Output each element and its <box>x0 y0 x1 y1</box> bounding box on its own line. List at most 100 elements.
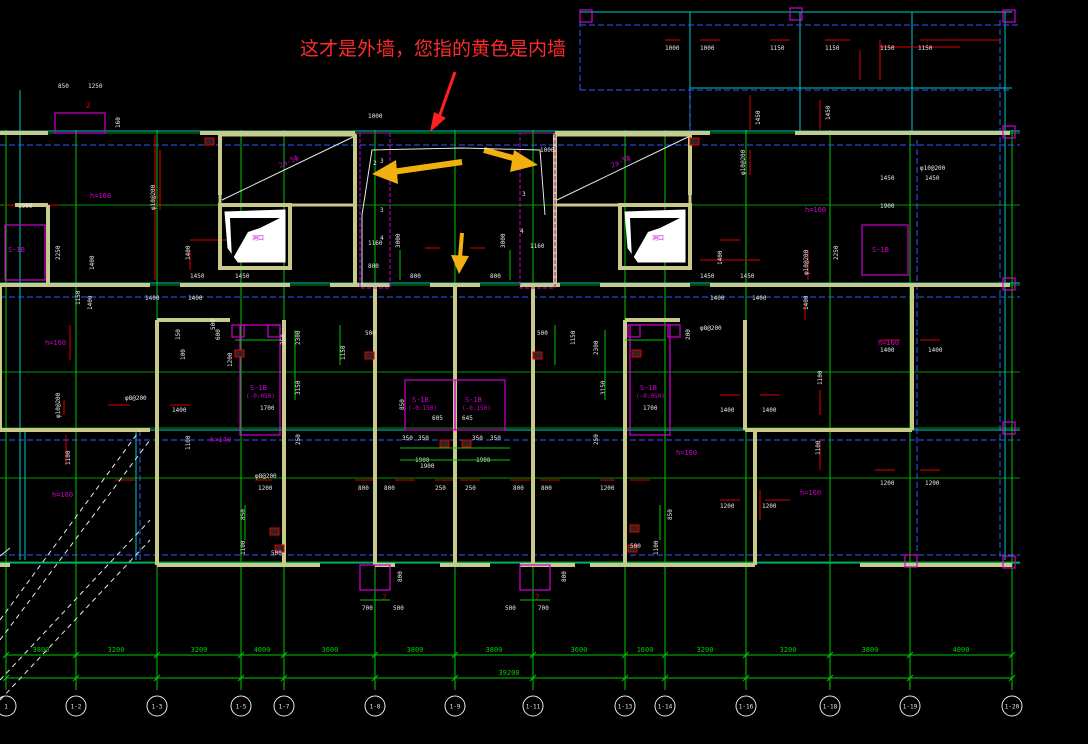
dimension-label: 1600 <box>637 646 654 654</box>
slab-thickness-label: h=160 <box>45 339 66 347</box>
dimension-label: 500 <box>505 605 516 612</box>
dimension-label: 605 <box>432 415 443 422</box>
dimension-label: 1400 <box>89 255 96 270</box>
annotation-arrowhead <box>510 150 538 172</box>
pipe-shaft-outline <box>359 132 391 289</box>
dimension-label: 1200 <box>880 480 895 487</box>
column-tag <box>234 349 245 358</box>
dimension-label: 800 <box>410 273 421 280</box>
slab-outline <box>359 564 391 591</box>
dimension-label: 4000 <box>953 646 970 654</box>
slab-outline <box>629 324 671 436</box>
slab-outline <box>1002 9 1016 23</box>
dimension-label: 1450 <box>740 273 755 280</box>
dimension-label: 3800 <box>862 646 879 654</box>
slab-outline <box>1002 555 1016 569</box>
slab-outline <box>454 379 506 431</box>
dimension-tick <box>237 651 245 659</box>
shaft-wall-box <box>218 133 357 207</box>
column-tag <box>631 349 642 358</box>
dimension-tick <box>906 651 914 659</box>
slab-outline <box>861 224 909 276</box>
dimension-label: 1000 <box>540 147 555 154</box>
rebar-label: φ8@200 <box>700 325 722 332</box>
slab-label: (-0.150) <box>462 405 491 412</box>
opening-cut <box>630 218 680 260</box>
dimension-label: 3 <box>380 207 384 214</box>
dimension-label: 1200 <box>720 503 735 510</box>
dimension-tick <box>153 651 161 659</box>
stair-run <box>0 547 11 557</box>
rebar-label: φ8@200 <box>125 395 147 402</box>
dimension-label: 3000 <box>395 233 402 248</box>
slab-outline <box>519 564 551 591</box>
dimension-label: 4000 <box>254 646 271 654</box>
slab-outline <box>789 7 803 21</box>
dimension-label: 1400 <box>87 295 94 310</box>
slab-outline <box>1002 125 1016 139</box>
dimension-label: 700 <box>362 605 373 612</box>
dimension-label: 350 <box>402 435 413 442</box>
slab-label: S-1B <box>640 384 657 392</box>
dimension-label: 800 <box>384 485 395 492</box>
rebar-label: φ8@200 <box>255 473 277 480</box>
dimension-label: 3150 <box>295 380 302 395</box>
axis-label: 1-5 <box>236 704 247 711</box>
dimension-label: 1450 <box>825 105 832 120</box>
dimension-label: 1450 <box>755 110 762 125</box>
slab-outline <box>239 324 281 436</box>
dimension-label: 1150 <box>570 330 577 345</box>
dimension-label: 1200 <box>227 352 234 367</box>
stair-run <box>0 429 141 621</box>
dimension-tick <box>237 674 245 682</box>
dimension-tick <box>742 651 750 659</box>
dimension-tick <box>621 651 629 659</box>
annotation-arrow-line <box>391 159 463 175</box>
dimension-label: 3200 <box>780 646 797 654</box>
slab-outline <box>627 324 641 338</box>
stair-run <box>0 539 151 701</box>
column-tag <box>627 544 638 553</box>
dimension-label: 3200 <box>108 646 125 654</box>
dimension-label: 1400 <box>185 245 192 260</box>
column-tag <box>532 351 543 360</box>
dimension-label: 250 <box>593 434 600 445</box>
axis-label: 1-8 <box>370 704 381 711</box>
shaft-diagonal <box>556 136 689 201</box>
dimension-label: 1700 <box>643 405 658 412</box>
axis-bubble <box>273 695 295 717</box>
annotation-text: 这才是外墙，您指的黄色是内墙 <box>300 38 567 60</box>
stair-run <box>0 519 151 681</box>
column-tag <box>364 351 375 360</box>
axis-label: 1-19 <box>903 704 918 711</box>
dimension-label: 3200 <box>697 646 714 654</box>
dimension-label: 1450 <box>880 175 895 182</box>
dimension-label: 1250 <box>88 83 103 90</box>
slab-label: S-1B <box>412 396 429 404</box>
axis-label: 1-2 <box>71 704 82 711</box>
dimension-tick <box>371 651 379 659</box>
dimension-label: 1400 <box>717 250 724 265</box>
dimension-label: 1400 <box>752 295 767 302</box>
dimension-label: 3800 <box>33 646 50 654</box>
dimension-label: 250 <box>435 485 446 492</box>
axis-bubble <box>819 695 841 717</box>
dimension-label: 3 <box>522 191 526 198</box>
column-tag <box>204 137 215 146</box>
slab-thickness-label: h=140 <box>210 436 231 444</box>
dimension-label: 1000 <box>700 45 715 52</box>
dimension-label: 1160 <box>368 240 383 247</box>
slab-outline <box>1002 421 1016 435</box>
axis-label: 1-3 <box>152 704 163 711</box>
dimension-label: 800 <box>490 273 501 280</box>
pipe-shaft-outline <box>519 132 556 289</box>
dimension-label: 500 <box>210 319 217 330</box>
dimension-label: 1200 <box>258 485 273 492</box>
detail-tag: 2 <box>535 593 540 602</box>
rebar-label: φ10@200 <box>920 165 946 172</box>
axis-bubble <box>230 695 252 717</box>
opening-label: 洞口 <box>652 234 664 242</box>
dimension-tick <box>2 674 10 682</box>
rebar-label: φ10@200 <box>740 149 747 175</box>
dimension-tick <box>2 651 10 659</box>
